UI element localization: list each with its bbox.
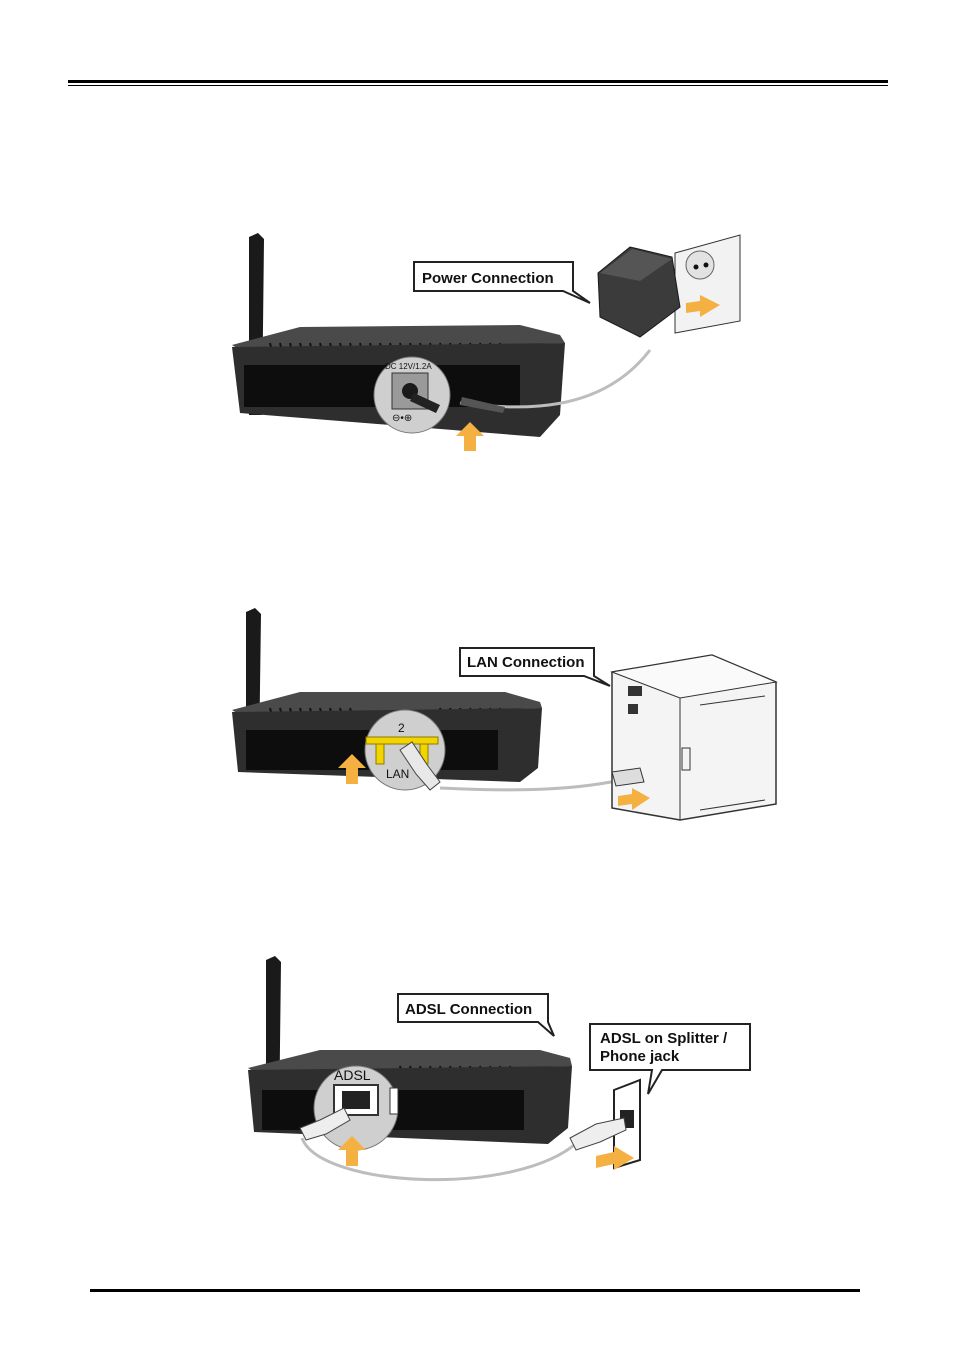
figure-adsl-connection: ADSL ADSL Connection ADSL on Splitter / … xyxy=(0,948,954,1198)
callout-splitter-line1: ADSL on Splitter / xyxy=(600,1030,728,1047)
adsl-cable xyxy=(300,1137,582,1182)
wall-outlet xyxy=(674,234,741,334)
right-arrow xyxy=(686,295,720,317)
header-rule-thin xyxy=(68,85,888,86)
callout-adsl-text: ADSL Connection xyxy=(405,1001,532,1018)
power-plug xyxy=(410,393,440,413)
footer-rule xyxy=(90,1289,860,1292)
callout-power xyxy=(413,261,591,304)
right-arrow xyxy=(618,788,650,810)
router-top xyxy=(232,325,565,350)
header-rule xyxy=(68,80,888,83)
right-arrow xyxy=(596,1146,634,1170)
lan-port-number: 2 xyxy=(398,721,405,735)
up-arrow xyxy=(338,1136,366,1166)
callout-adsl xyxy=(397,993,555,1037)
dc-port-label: DC 12V/1.2A xyxy=(385,362,432,371)
callout-power-text: Power Connection xyxy=(422,270,554,287)
cable-plug xyxy=(460,397,505,413)
callout-lan xyxy=(459,647,611,687)
adsl-port-label: ADSL xyxy=(334,1067,371,1083)
pc-vents xyxy=(699,695,766,811)
adsl-plug-router xyxy=(299,1107,351,1141)
polarity-symbol: ⊖•⊕ xyxy=(392,413,412,424)
adsl-plug-wall xyxy=(569,1117,627,1151)
callout-splitter-line2: Phone jack xyxy=(600,1048,680,1065)
callout-splitter xyxy=(589,1023,751,1095)
lan-port-label: LAN xyxy=(386,767,409,781)
up-arrow xyxy=(338,754,366,784)
lan-plug xyxy=(399,741,441,791)
callout-lan-text: LAN Connection xyxy=(467,654,585,671)
up-arrow xyxy=(456,422,484,451)
figure-power-connection: DC 12V/1.2A ⊖•⊕ Power Connection xyxy=(0,225,954,465)
figure-lan-connection: 2 LAN LAN Connection xyxy=(0,600,954,830)
